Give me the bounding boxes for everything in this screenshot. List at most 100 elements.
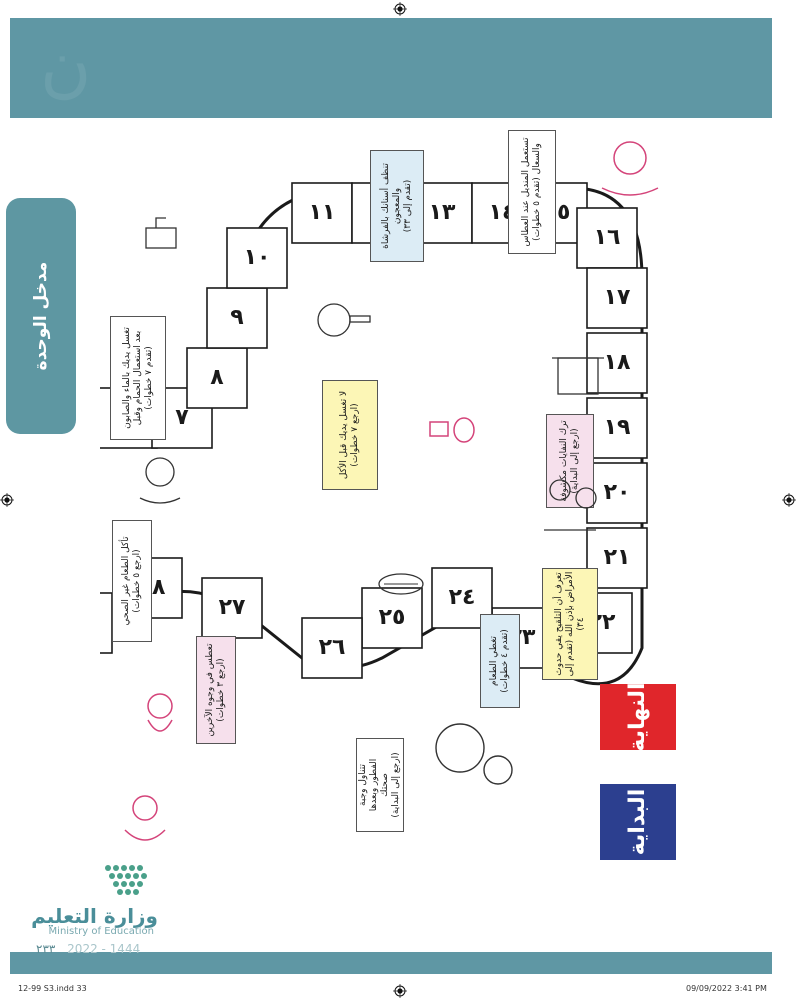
- board-square-box: [431, 567, 493, 629]
- board-square-number: ٢٦: [319, 635, 346, 660]
- board-square[interactable]: ١٦: [576, 207, 638, 269]
- rule-callout: تغطي الطعام(تقدم ٤ خطوات): [480, 614, 520, 708]
- rule-callout: لا تغسل يديك قبل الأكل(ارجع ٧ خطوات): [322, 380, 378, 490]
- board-square[interactable]: ٨: [186, 347, 248, 409]
- board-square-number: ١٦: [594, 225, 621, 250]
- rule-callout-line: الأمراض بإذن الله (تقدم إلى ٣٤): [564, 571, 586, 677]
- board-square-number: ٢٤: [449, 585, 476, 610]
- registration-mark-icon: [782, 493, 796, 507]
- board-square[interactable]: ١٩: [586, 397, 648, 459]
- board-square-number: ٢٧: [219, 595, 246, 620]
- rule-callout-text: تعطس في وجوه الآخرين(ارجع ٣ خطوات): [197, 637, 235, 743]
- board-square[interactable]: ١٠: [226, 227, 288, 289]
- rule-callout-line: تتناول وجبة: [358, 764, 368, 806]
- board-square[interactable]: ١٧: [586, 267, 648, 329]
- rule-callout-line: والمعجون: [391, 187, 402, 225]
- board-square-number: ١٨: [604, 350, 631, 375]
- board-square-number: ٩: [230, 305, 243, 330]
- washing-hands-icon: [145, 217, 177, 249]
- page-number-value: ٢٣٣: [36, 942, 56, 956]
- sink-icon: [429, 417, 475, 443]
- sneezing-person-icon: [124, 795, 166, 841]
- board-square-number: ٧: [175, 405, 189, 430]
- board-square[interactable]: ١٨: [586, 332, 648, 394]
- footer-band: [10, 952, 772, 974]
- rule-callout-line: تنظف أسنانك بالفرشاة: [380, 163, 391, 249]
- registration-mark-icon: [0, 493, 14, 507]
- board-square-box: [301, 617, 363, 679]
- board-square-box: [226, 227, 288, 289]
- eating-child-icon: [139, 457, 181, 504]
- rule-callout-line: بعد استعمال الحمام وقبل: [132, 330, 143, 426]
- board-square-number: ٢٥: [379, 605, 406, 630]
- board-square[interactable]: ٢٠: [586, 462, 648, 524]
- board-square-number: ١٣: [429, 200, 456, 225]
- header-band: ن: [10, 18, 772, 118]
- unit-section-tab[interactable]: مدخل الوحدة: [6, 198, 76, 434]
- board-square[interactable]: ٢٩: [100, 592, 113, 654]
- ministry-name-ar: وزارة التعليم: [31, 904, 158, 928]
- start-label: البداية: [625, 789, 650, 856]
- board-square-box: [586, 527, 648, 589]
- rule-callout-line: (ارجع ٧ خطوات): [350, 403, 360, 467]
- ministry-name-en: Ministry of Education: [48, 926, 154, 937]
- board-square-number: ١٠: [244, 245, 271, 270]
- rule-callout: تعطس في وجوه الآخرين(ارجع ٣ خطوات): [196, 636, 236, 744]
- rule-callout-line: صحتك: [380, 773, 390, 797]
- covered-food-icon: [378, 573, 424, 595]
- board-square[interactable]: ٢٥: [361, 587, 423, 649]
- rule-callout-line: (ارجع إلى البداية): [391, 752, 401, 818]
- tissue-person-icon: [601, 141, 659, 196]
- rule-callout-line: والسعال (تقدم ٥ خطوات): [532, 143, 542, 241]
- board-square-number: ١٧: [604, 285, 631, 310]
- rule-callout-line: (ارجع ٥ خطوات): [132, 549, 142, 613]
- footer-file-name: 12-99 S3.indd 33: [18, 984, 87, 993]
- rule-callout-line: تعرف أن التلقيح يقي حدوث: [553, 572, 564, 676]
- board-square[interactable]: ٢١: [586, 527, 648, 589]
- ministry-logo: وزارة التعليم Ministry of Education: [28, 856, 158, 946]
- board-square[interactable]: ٢٤: [431, 567, 493, 629]
- rule-callout-line: (تقدم إلى ٣٣): [402, 179, 413, 233]
- start-box[interactable]: البداية: [600, 784, 676, 860]
- rule-callout-text: تغطي الطعام(تقدم ٤ خطوات): [481, 615, 519, 707]
- rule-callout-text: تأكل الطعام غير الصحي(ارجع ٥ خطوات): [113, 521, 151, 641]
- sneezing-child-icon: [147, 693, 173, 732]
- board-square-box: [100, 592, 113, 654]
- rule-callout-line: (تقدم ٤ خطوات): [500, 629, 510, 693]
- rule-callout-line: (تقدم ٧ خطوات): [143, 346, 154, 410]
- rule-callout-line: تعطس في وجوه الآخرين: [205, 643, 215, 737]
- footer-datetime: 09/09/2022 3:41 PM: [686, 984, 767, 993]
- registration-mark-icon: [393, 2, 407, 16]
- registration-mark-icon: [393, 984, 407, 998]
- end-label: النهاية: [625, 684, 650, 750]
- page-number: ٢٣٣ 2022 - 1444: [36, 942, 140, 956]
- board-square-number: ١١: [309, 200, 336, 225]
- board-square[interactable]: ٩: [206, 287, 268, 349]
- board-square-box: [586, 267, 648, 329]
- rule-callout-line: تغسل يديك بالماء والصابون: [121, 327, 132, 429]
- rule-callout-line: تستعمل المنديل عند العطاس: [521, 137, 531, 247]
- teeth-brushing-icon: [317, 303, 371, 337]
- child-eating-icon: [435, 723, 513, 785]
- board-square[interactable]: ٢٦: [301, 617, 363, 679]
- end-box[interactable]: النهاية: [600, 684, 676, 750]
- board-square-box: [586, 332, 648, 394]
- garbage-bin-icon: [552, 357, 604, 395]
- board-square-number: ٨: [210, 365, 224, 390]
- decorative-watermark: ن: [40, 24, 92, 106]
- board-square-number: ٢٠: [604, 480, 631, 505]
- board-square-number: ٢١: [604, 545, 631, 570]
- rule-callout-line: (ارجع ٣ خطوات): [216, 658, 226, 722]
- board-square[interactable]: ١١: [291, 182, 353, 244]
- rule-callout-line: تأكل الطعام غير الصحي: [121, 536, 131, 626]
- board-square[interactable]: ٢٧: [201, 577, 263, 639]
- rule-callout: تأكل الطعام غير الصحي(ارجع ٥ خطوات): [112, 520, 152, 642]
